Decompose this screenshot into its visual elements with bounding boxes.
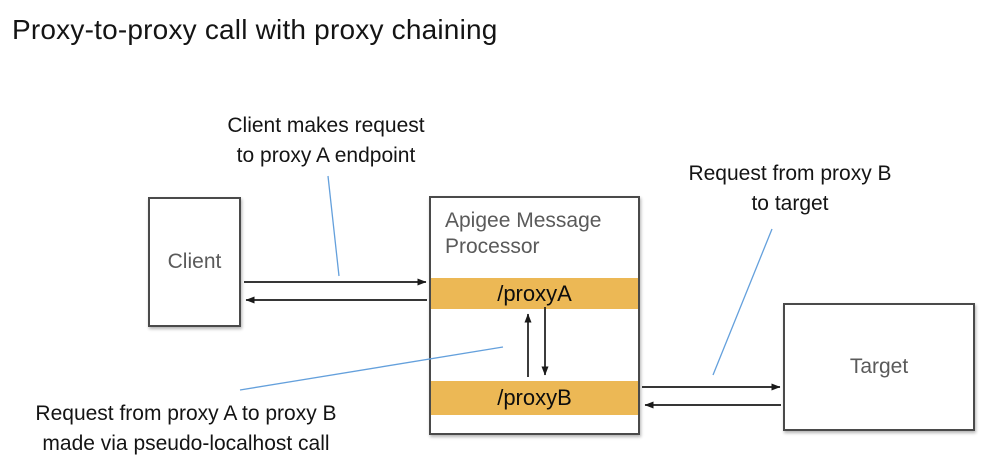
annotation-line: to target [751,192,829,215]
client-node: Client [148,197,241,327]
annotation-line: made via pseudo-localhost call [42,432,330,455]
annotation-pseudo-localhost: Request from proxy A to proxy B made via… [0,399,372,459]
target-request-pointer-line [712,228,773,376]
proxy-a-bar: /proxyA [431,278,638,309]
target-label: Target [849,355,909,378]
annotation-proxyb-to-target: Request from proxy B to target [661,159,919,219]
proxy-a-label: /proxyA [497,280,572,306]
message-processor-label: Apigee Message Processor [445,209,602,258]
annotation-client-request: Client makes request to proxy A endpoint [195,111,457,171]
annotation-line: Request from proxy A to proxy B [35,402,337,425]
annotation-line: to proxy A endpoint [236,144,416,167]
message-processor-node: Apigee Message Processor /proxyA /proxyB [429,196,640,435]
annotation-line: Request from proxy B [688,162,892,185]
client-request-pointer-line [327,175,340,277]
target-node: Target [783,303,975,431]
proxy-b-bar: /proxyB [431,381,638,415]
client-label: Client [167,250,222,273]
annotation-line: Client makes request [227,114,425,137]
proxy-b-label: /proxyB [497,385,572,410]
diagram-title: Proxy-to-proxy call with proxy chaining [12,14,498,45]
